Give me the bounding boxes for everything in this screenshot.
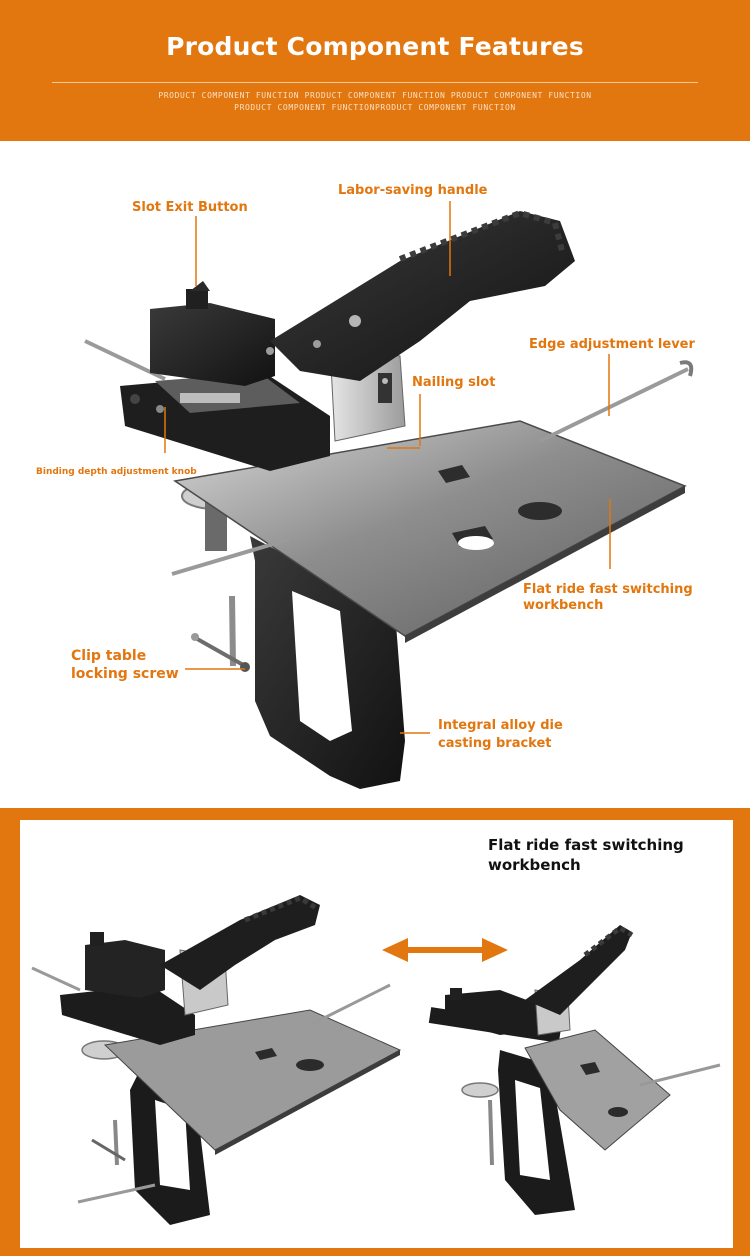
header-banner: Product Component Features PRODUCT COMPO… — [0, 0, 750, 141]
label-bracket-line1: Integral alloy die — [438, 718, 563, 733]
machine-tilted-position — [428, 924, 721, 1215]
label-workbench-line2: workbench — [523, 598, 604, 613]
label-edge-adjustment-lever: Edge adjustment lever — [529, 337, 695, 352]
bottom-caption-line2: workbench — [488, 856, 581, 874]
stapler-illustration — [84, 201, 694, 789]
label-binding-depth-knob: Binding depth adjustment knob — [36, 467, 197, 477]
label-workbench-line1: Flat ride fast switching — [523, 582, 693, 597]
label-slot-exit-button: Slot Exit Button — [132, 200, 248, 215]
bottom-caption: Flat ride fast switching workbench — [488, 835, 684, 875]
header-divider — [52, 82, 698, 83]
label-bracket-line2: casting bracket — [438, 736, 552, 751]
switch-arrow — [382, 938, 508, 962]
header-subtitle-line1: PRODUCT COMPONENT FUNCTION PRODUCT COMPO… — [158, 91, 592, 100]
comparison-illustration — [31, 895, 721, 1225]
comparison-inner: Flat ride fast switching workbench — [20, 820, 733, 1248]
label-nailing-slot: Nailing slot — [412, 375, 496, 390]
page-title: Product Component Features — [166, 32, 584, 61]
component-diagram: Slot Exit Button Labor-saving handle Edg… — [0, 141, 750, 808]
header-subtitle-line2: PRODUCT COMPONENT FUNCTIONPRODUCT COMPON… — [234, 103, 516, 112]
bottom-caption-line1: Flat ride fast switching — [488, 836, 684, 854]
machine-flat-position — [31, 895, 402, 1225]
label-clip-screw-line2: locking screw — [71, 666, 179, 682]
label-labor-saving-handle: Labor-saving handle — [338, 183, 488, 198]
label-clip-screw-line1: Clip table — [71, 648, 147, 664]
workbench-comparison-panel: Flat ride fast switching workbench — [0, 808, 750, 1256]
